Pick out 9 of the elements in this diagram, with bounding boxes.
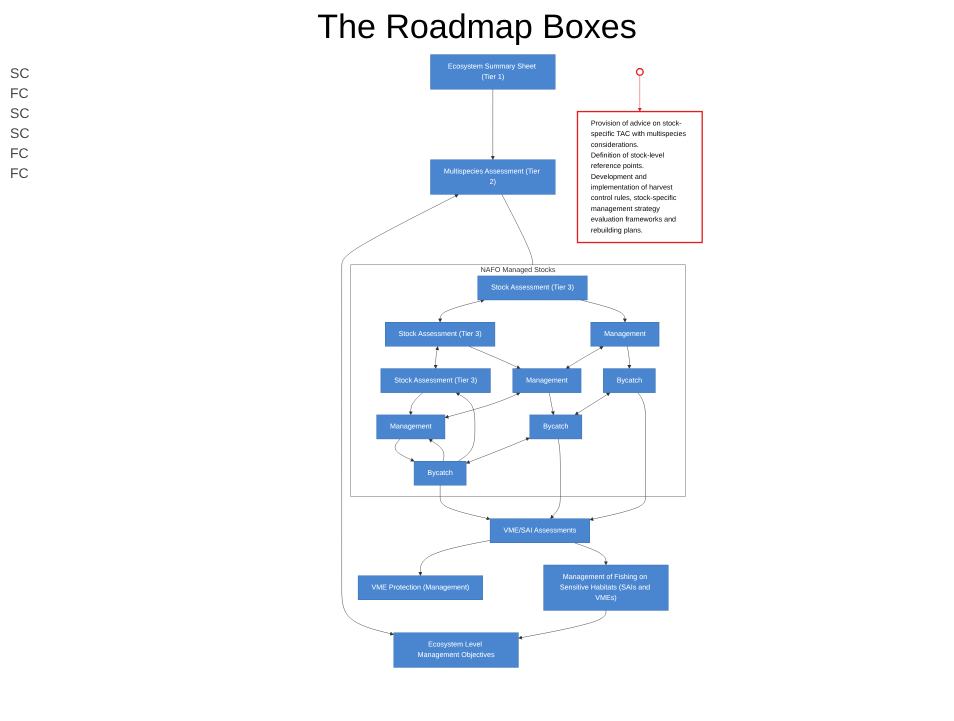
committee-label: FC	[10, 165, 30, 181]
slide-title: The Roadmap Boxes	[316, 8, 638, 47]
connector	[502, 194, 533, 266]
committee-label: SC	[10, 105, 30, 121]
committee-label: FC	[10, 145, 30, 161]
committee-label: SC	[10, 65, 30, 81]
node-ellipse	[636, 68, 644, 76]
committee-label: FC	[10, 85, 30, 101]
committee-label: SC	[10, 125, 30, 141]
